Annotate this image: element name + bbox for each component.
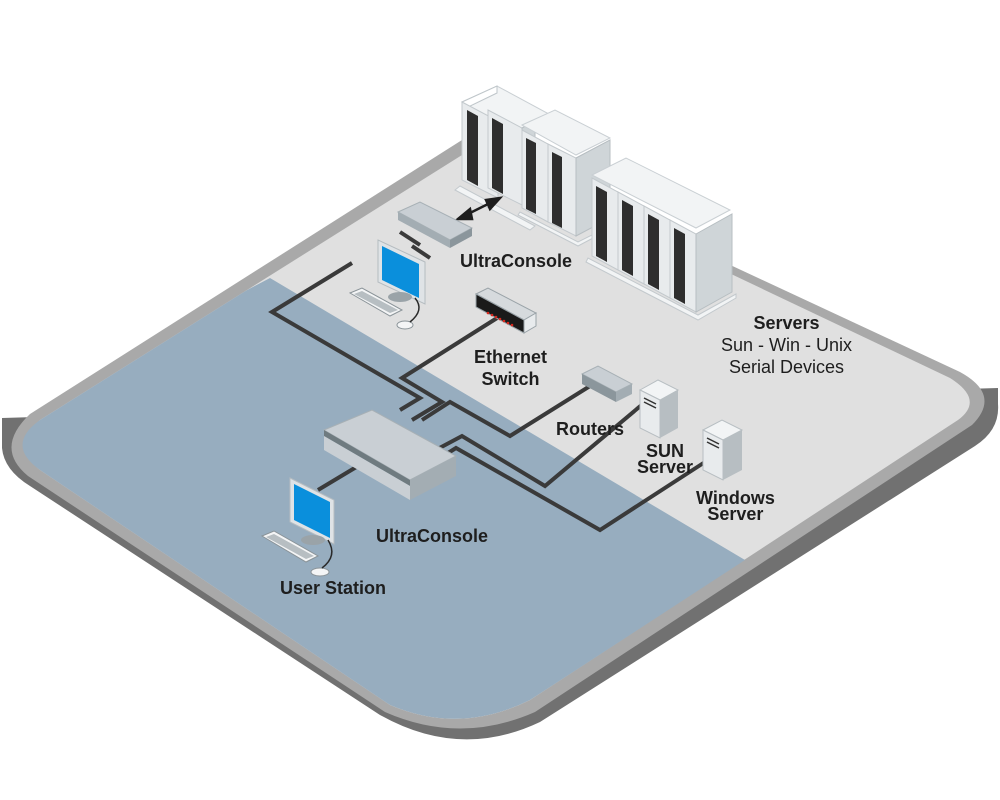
label-servers-line2: Serial Devices xyxy=(728,357,845,377)
cable-top-kvm-1 xyxy=(398,230,422,247)
cable-top-console xyxy=(268,261,424,412)
label-windows-server: Windows Server xyxy=(696,488,775,524)
cable-user-station xyxy=(316,464,360,492)
double-arrow-icon xyxy=(454,196,504,221)
tower-server-icon xyxy=(638,379,680,439)
platform-zone-blue xyxy=(22,278,745,719)
label-sun-server-line1: SUN xyxy=(646,441,685,461)
label-servers: Servers Sun - Win - Unix Serial Devices xyxy=(721,312,852,378)
ethernet-switch-icon xyxy=(474,287,538,334)
computer-workstation-icon xyxy=(348,239,426,330)
label-routers: Routers xyxy=(556,419,625,439)
label-ethernet-switch-line1: Ethernet xyxy=(474,347,548,367)
label-sun-server-line2: Server xyxy=(637,457,694,477)
label-servers-line1: Sun - Win - Unix xyxy=(721,335,853,355)
label-ultraconsole-top: UltraConsole xyxy=(460,251,573,271)
cable-sun-server xyxy=(431,401,646,489)
label-windows-server-line2: Server xyxy=(707,504,764,524)
label-servers-title: Servers xyxy=(753,313,820,333)
server-rack-group-3 xyxy=(585,157,737,321)
label-ethernet-switch: Ethernet Switch xyxy=(474,348,547,388)
label-sun-server: SUN Server xyxy=(637,441,694,477)
cable-routers xyxy=(420,379,600,439)
cables xyxy=(268,230,707,533)
tower-server-icon xyxy=(701,419,744,481)
cable-ethernet-switch xyxy=(398,311,507,422)
router-icon xyxy=(580,365,634,402)
label-user-station: User Station xyxy=(280,578,387,598)
label-ultraconsole-bottom: UltraConsole xyxy=(376,526,489,546)
cable-top-kvm-2 xyxy=(410,244,432,260)
server-racks xyxy=(454,85,737,321)
label-windows-server-line1: Windows xyxy=(696,488,775,508)
kvm-switch-icon xyxy=(396,201,474,248)
computer-workstation-icon xyxy=(260,477,335,577)
label-ethernet-switch-line2: Switch xyxy=(481,369,540,389)
kvm-switch-icon xyxy=(322,409,458,500)
